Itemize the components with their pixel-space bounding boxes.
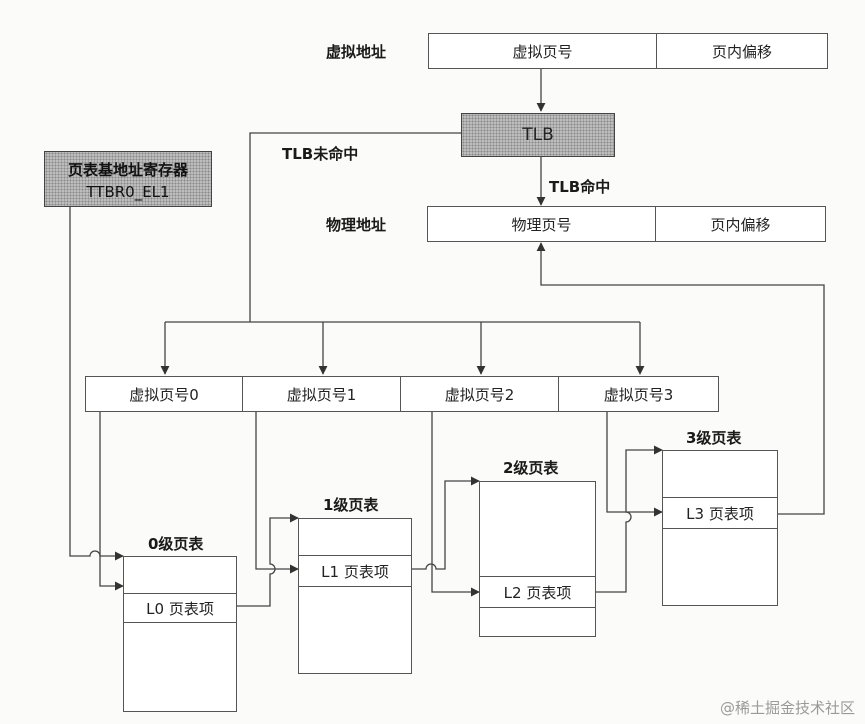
vpn3-field: 虚拟页号3 xyxy=(603,385,674,404)
l3-table-title: 3级页表 xyxy=(686,429,742,447)
physical-address-register: 物理页号 页内偏移 xyxy=(427,206,826,242)
virtual-page-number-field: 虚拟页号 xyxy=(429,34,657,68)
physical-page-number-field: 物理页号 xyxy=(428,207,656,241)
l2-page-table-entry: L2 页表项 xyxy=(480,576,595,608)
l3-page-table-entry: L3 页表项 xyxy=(663,497,777,529)
watermark: @稀土掘金技术社区 xyxy=(719,699,855,717)
l1-page-table: L1 页表项 xyxy=(298,518,412,674)
vpn2-field: 虚拟页号2 xyxy=(401,377,559,411)
l2-to-l3-arrow xyxy=(596,445,663,593)
tlb-hit-label: TLB命中 xyxy=(549,178,611,196)
tlb-miss-line xyxy=(249,132,461,322)
l3-page-table: L3 页表项 xyxy=(662,450,778,606)
vpn1-field: 虚拟页号1 xyxy=(243,377,401,411)
vpn0-field: 虚拟页号0 xyxy=(86,377,243,411)
vpn0-to-l0-entry-arrow xyxy=(99,412,124,591)
vpn1-to-l1-entry-arrow xyxy=(255,412,299,574)
l3-to-pa-arrow xyxy=(536,242,825,515)
l2-table-title: 2级页表 xyxy=(503,459,559,477)
page-offset-field: 页内偏移 xyxy=(711,42,772,61)
ttbr-title: 页表基地址寄存器 xyxy=(67,161,188,179)
tlb-miss-label: TLB未命中 xyxy=(282,145,359,163)
virtual-address-register: 虚拟页号 页内偏移 xyxy=(428,33,828,69)
virtual-address-label: 虚拟地址 xyxy=(326,43,387,61)
l1-page-table-entry: L1 页表项 xyxy=(299,555,411,587)
physical-address-label: 物理地址 xyxy=(326,216,387,234)
tlb-label: TLB xyxy=(522,125,554,145)
l0-table-title: 0级页表 xyxy=(148,535,204,553)
vpn2-to-l2-entry-arrow xyxy=(431,412,480,597)
l2-page-table: L2 页表项 xyxy=(479,481,596,637)
l0-page-table: L0 页表项 xyxy=(123,556,237,712)
ttbr-register-box: 页表基地址寄存器 TTBR0_EL1 xyxy=(44,151,212,207)
l1-to-l2-arrow xyxy=(412,476,480,570)
l0-to-l1-arrow xyxy=(237,513,299,607)
vpn-split-row: 虚拟页号0 虚拟页号1 虚拟页号2 虚拟页号3 xyxy=(85,376,719,412)
vpn3-to-l3-entry-arrow xyxy=(606,412,663,517)
l0-page-table-entry: L0 页表项 xyxy=(124,593,236,623)
physical-page-offset-field: 页内偏移 xyxy=(710,215,771,234)
tlb-box: TLB xyxy=(461,113,615,157)
l1-table-title: 1级页表 xyxy=(323,496,379,514)
ttbr-name: TTBR0_EL1 xyxy=(86,183,170,201)
